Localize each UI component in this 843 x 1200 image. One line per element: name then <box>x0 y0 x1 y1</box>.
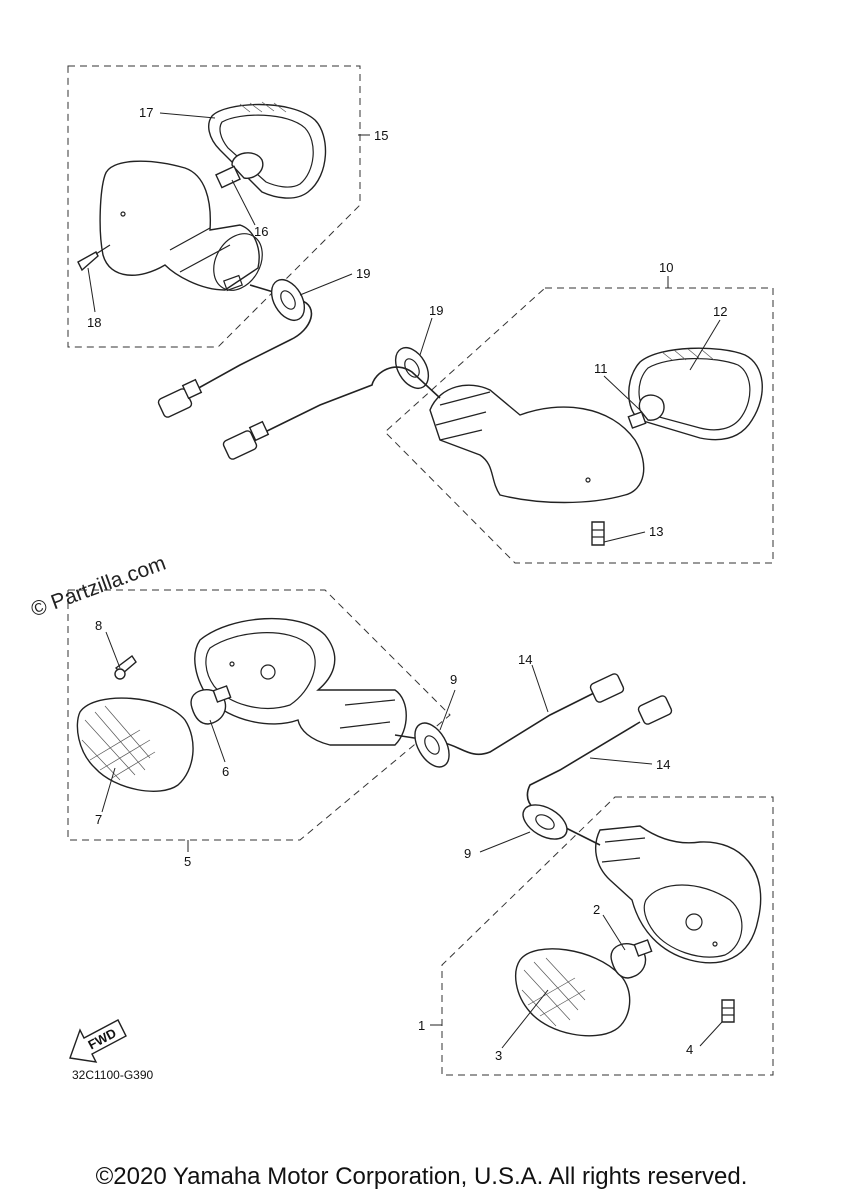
callout-19-lower: 19 <box>429 303 443 318</box>
turn-signal-assembly-10 <box>222 347 763 546</box>
callout-14-upper: 14 <box>518 652 532 667</box>
callout-13: 13 <box>649 524 663 539</box>
diagram-part-code: 32C1100-G390 <box>72 1068 154 1082</box>
callout-6: 6 <box>222 764 229 779</box>
callout-11: 11 <box>594 361 608 376</box>
callout-9-lower: 9 <box>464 846 471 861</box>
assembly-15-boundary <box>67 65 361 348</box>
turn-signal-assembly-1 <box>514 695 762 1037</box>
assembly-1-boundary <box>441 796 774 1076</box>
leader-lines <box>87 112 723 1049</box>
assembly-5-boundary <box>67 589 451 841</box>
callout-15: 15 <box>374 128 388 143</box>
fwd-arrow-icon: FWD <box>69 1019 127 1063</box>
callout-14-lower: 14 <box>656 757 670 772</box>
callout-18: 18 <box>87 315 101 330</box>
callout-3: 3 <box>495 1048 502 1063</box>
callout-19-upper: 19 <box>356 266 370 281</box>
callout-16: 16 <box>254 224 268 239</box>
callout-9-upper: 9 <box>450 672 457 687</box>
turn-signal-assembly-15 <box>77 101 327 418</box>
callout-8: 8 <box>95 618 102 633</box>
copyright-notice: ©2020 Yamaha Motor Corporation, U.S.A. A… <box>95 1163 748 1190</box>
callout-labels: 17 15 16 18 19 19 10 12 11 13 14 9 8 6 7… <box>87 105 727 1063</box>
turn-signal-assembly-5 <box>76 617 625 792</box>
callout-5: 5 <box>184 854 191 869</box>
callout-1: 1 <box>418 1018 425 1033</box>
callout-2: 2 <box>593 902 600 917</box>
callout-10: 10 <box>659 260 673 275</box>
callout-4: 4 <box>686 1042 693 1057</box>
callout-17: 17 <box>139 105 153 120</box>
callout-12: 12 <box>713 304 727 319</box>
callout-7: 7 <box>95 812 102 827</box>
